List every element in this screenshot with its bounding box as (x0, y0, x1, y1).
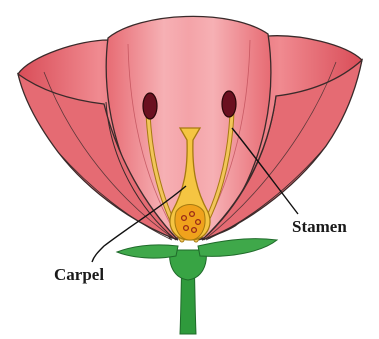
right-anther (222, 91, 236, 117)
right-sepal (198, 239, 277, 257)
carpel-label: Carpel (54, 266, 104, 283)
stamen-label: Stamen (292, 218, 347, 235)
left-anther (143, 93, 157, 119)
left-sepal (117, 245, 178, 258)
